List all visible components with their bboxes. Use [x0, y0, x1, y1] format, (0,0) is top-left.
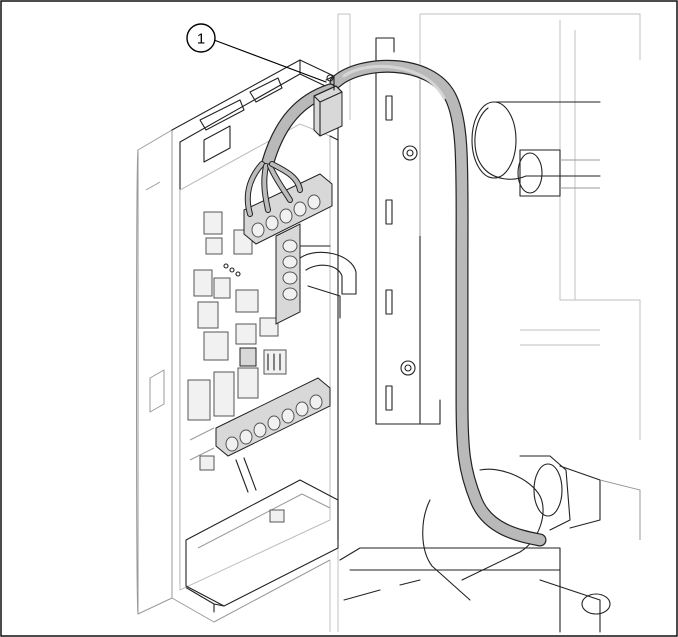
cable-strain-relief-clamp [313, 74, 343, 137]
terminal-strip-upper [243, 173, 333, 325]
callout-1-leader [213, 39, 327, 83]
mounting-plate [375, 37, 441, 425]
connection-cable [329, 59, 547, 547]
cable-guide-bracket [299, 245, 357, 319]
hose-assembly [339, 455, 641, 633]
cylinder-component [471, 101, 601, 197]
pin-header [263, 349, 287, 375]
wire-bundle [244, 161, 303, 217]
callout-1-label: 1 [197, 31, 205, 48]
callout-1-circle [186, 23, 216, 53]
terminal-strip-lower [215, 377, 331, 457]
callout-1: 1 [186, 23, 327, 83]
